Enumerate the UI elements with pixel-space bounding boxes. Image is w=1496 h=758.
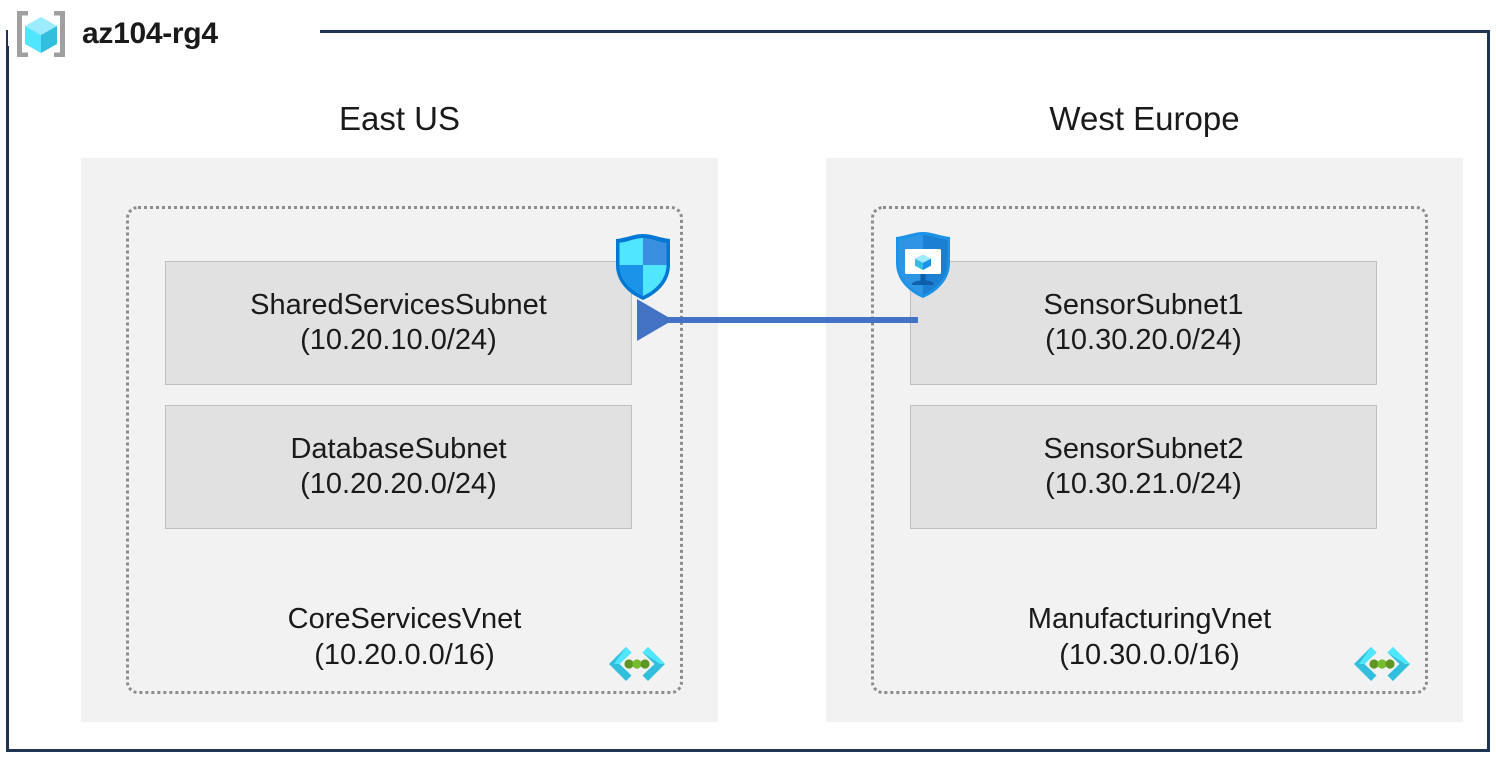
- vnet-label-group: CoreServicesVnet (10.20.0.0/16): [129, 602, 680, 673]
- vnet-core-services[interactable]: SharedServicesSubnet (10.20.10.0/24) Dat…: [126, 206, 683, 694]
- subnet-name: SensorSubnet2: [1043, 433, 1244, 466]
- subnet-cidr: (10.30.20.0/24): [1045, 324, 1242, 356]
- subnet-name: DatabaseSubnet: [290, 433, 507, 466]
- subnet-sensor-1[interactable]: SensorSubnet1 (10.30.20.0/24): [910, 261, 1377, 385]
- vnet-name: ManufacturingVnet: [1027, 603, 1272, 636]
- subnet-sensor-2[interactable]: SensorSubnet2 (10.30.21.0/24): [910, 405, 1377, 529]
- subnet-shared-services[interactable]: SharedServicesSubnet (10.20.10.0/24): [165, 261, 632, 385]
- shield-monitor-icon: [896, 232, 950, 298]
- virtual-network-icon: [609, 647, 665, 681]
- region-east-us: East US SharedServicesSubnet (10.20.10.0…: [81, 100, 718, 722]
- subnet-name: SensorSubnet1: [1043, 289, 1244, 322]
- subnet-name: SharedServicesSubnet: [250, 289, 547, 322]
- region-west-europe: West Europe SensorSubnet1 (10.30.20.0/24…: [826, 100, 1463, 722]
- resource-group-frame: [6, 30, 1490, 752]
- resource-group-cube-icon: [17, 11, 65, 57]
- resource-group-name: az104-rg4: [82, 17, 218, 50]
- subnet-database[interactable]: DatabaseSubnet (10.20.20.0/24): [165, 405, 632, 529]
- subnet-cidr: (10.20.10.0/24): [300, 324, 497, 356]
- virtual-network-icon: [1354, 647, 1410, 681]
- vnet-cidr: (10.30.0.0/16): [1059, 638, 1240, 671]
- subnet-cidr: (10.30.21.0/24): [1045, 468, 1242, 500]
- region-label: East US: [338, 100, 461, 137]
- shield-icon: [616, 234, 670, 300]
- vnet-cidr: (10.20.0.0/16): [314, 638, 495, 671]
- resource-group-header: az104-rg4: [10, 6, 218, 62]
- vnet-label-group: ManufacturingVnet (10.30.0.0/16): [874, 602, 1425, 673]
- subnet-cidr: (10.20.20.0/24): [300, 468, 497, 500]
- vnet-name: CoreServicesVnet: [287, 603, 522, 636]
- region-label: West Europe: [1049, 100, 1240, 137]
- vnet-manufacturing[interactable]: SensorSubnet1 (10.30.20.0/24) SensorSubn…: [871, 206, 1428, 694]
